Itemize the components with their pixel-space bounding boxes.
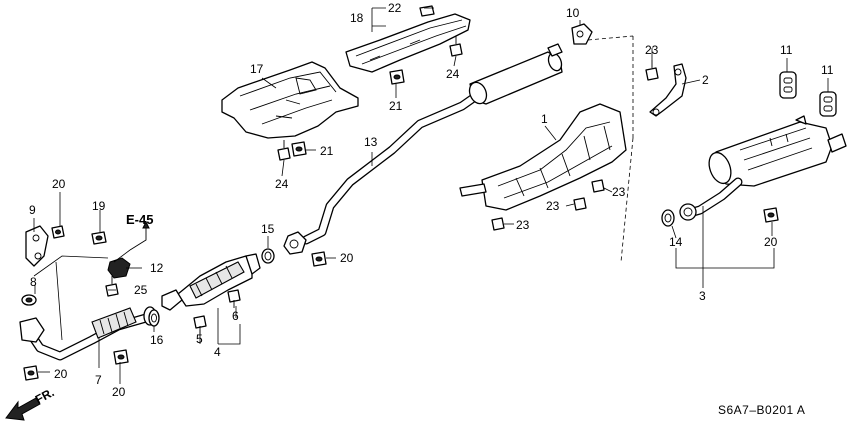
bolt-23-a <box>645 60 659 81</box>
callout-11-lower: 11 <box>821 63 834 77</box>
front-heat-shield <box>221 61 359 139</box>
nut-20-d <box>311 251 327 267</box>
callout-12: 12 <box>150 261 164 275</box>
callout-6: 6 <box>232 309 239 323</box>
callout-13: 13 <box>364 135 378 149</box>
bolt-25 <box>105 276 119 297</box>
leader-lines <box>33 7 829 384</box>
nut-21-b <box>291 141 307 157</box>
callout-22: 22 <box>388 1 402 15</box>
bolt-24-a <box>449 36 463 57</box>
callout-24-a: 24 <box>446 67 460 81</box>
bolt-23-b <box>591 179 605 193</box>
callout-14: 14 <box>669 235 683 249</box>
callout-9: 9 <box>29 203 36 217</box>
nut-20-e <box>763 207 779 223</box>
e45-label: E-45 <box>126 212 153 227</box>
callout-5: 5 <box>196 332 203 346</box>
callout-20-b: 20 <box>54 367 68 381</box>
catalytic-converter <box>161 253 261 311</box>
bolt-6 <box>227 289 241 308</box>
floor-heat-shield <box>345 13 471 73</box>
diagram-code: S6A7–B0201 A <box>718 403 805 417</box>
bracket-10 <box>571 23 593 45</box>
gasket-16 <box>148 309 160 327</box>
nut-20-a <box>51 225 65 239</box>
callout-4: 4 <box>214 345 221 359</box>
nut-21-a <box>389 69 405 85</box>
callout-1: 1 <box>541 112 548 126</box>
nut-19 <box>91 231 107 245</box>
callout-3: 3 <box>699 289 706 303</box>
bolt-24-b <box>277 140 291 161</box>
callout-18: 18 <box>350 11 364 25</box>
callout-23-a: 23 <box>645 43 659 57</box>
callout-20-e: 20 <box>764 235 778 249</box>
e45-reference: E-45 <box>126 212 153 251</box>
callout-labels: 1 2 3 4 5 6 7 8 9 10 11 11 12 13 14 15 1… <box>29 1 834 399</box>
callout-21-a: 21 <box>389 99 403 113</box>
gasket-15 <box>261 248 275 264</box>
nut-22 <box>419 5 435 17</box>
resonator <box>468 43 563 105</box>
front-pipe <box>19 306 157 361</box>
front-direction-arrow: FR. <box>5 385 56 421</box>
center-pipe <box>283 87 487 255</box>
callout-20-d: 20 <box>340 251 354 265</box>
rear-heat-shield <box>459 103 627 211</box>
bolt-23-c <box>573 197 587 211</box>
callout-2: 2 <box>702 73 709 87</box>
assembly-outline <box>587 35 634 263</box>
callout-25: 25 <box>134 283 148 297</box>
callout-10: 10 <box>566 6 580 20</box>
bolt-23-d <box>491 217 505 231</box>
callout-20-a: 20 <box>52 177 66 191</box>
callout-11-upper: 11 <box>780 43 793 57</box>
o2-sensor-bracket <box>107 257 131 279</box>
callout-24-b: 24 <box>275 177 289 191</box>
gasket-14 <box>661 209 675 227</box>
callout-16: 16 <box>150 333 164 347</box>
callout-7: 7 <box>95 373 102 387</box>
callout-17: 17 <box>250 62 264 76</box>
callout-20-c: 20 <box>112 385 126 399</box>
flange-14-pipe <box>679 203 697 221</box>
callout-19: 19 <box>92 199 106 213</box>
muffler <box>681 115 847 219</box>
callout-23-b: 23 <box>612 185 626 199</box>
hanger-bracket <box>649 63 687 117</box>
nut-20-b <box>23 365 39 381</box>
callout-21-b: 21 <box>320 144 334 158</box>
callout-23-d: 23 <box>516 218 530 232</box>
callout-8: 8 <box>30 275 37 289</box>
rubber-mount-upper <box>779 71 797 99</box>
rubber-mount-lower <box>819 91 837 117</box>
nut-20-c <box>113 349 129 365</box>
gasket-8 <box>21 294 37 306</box>
callout-23-c: 23 <box>546 199 560 213</box>
pipe-bracket <box>25 225 49 267</box>
callout-15: 15 <box>261 222 275 236</box>
